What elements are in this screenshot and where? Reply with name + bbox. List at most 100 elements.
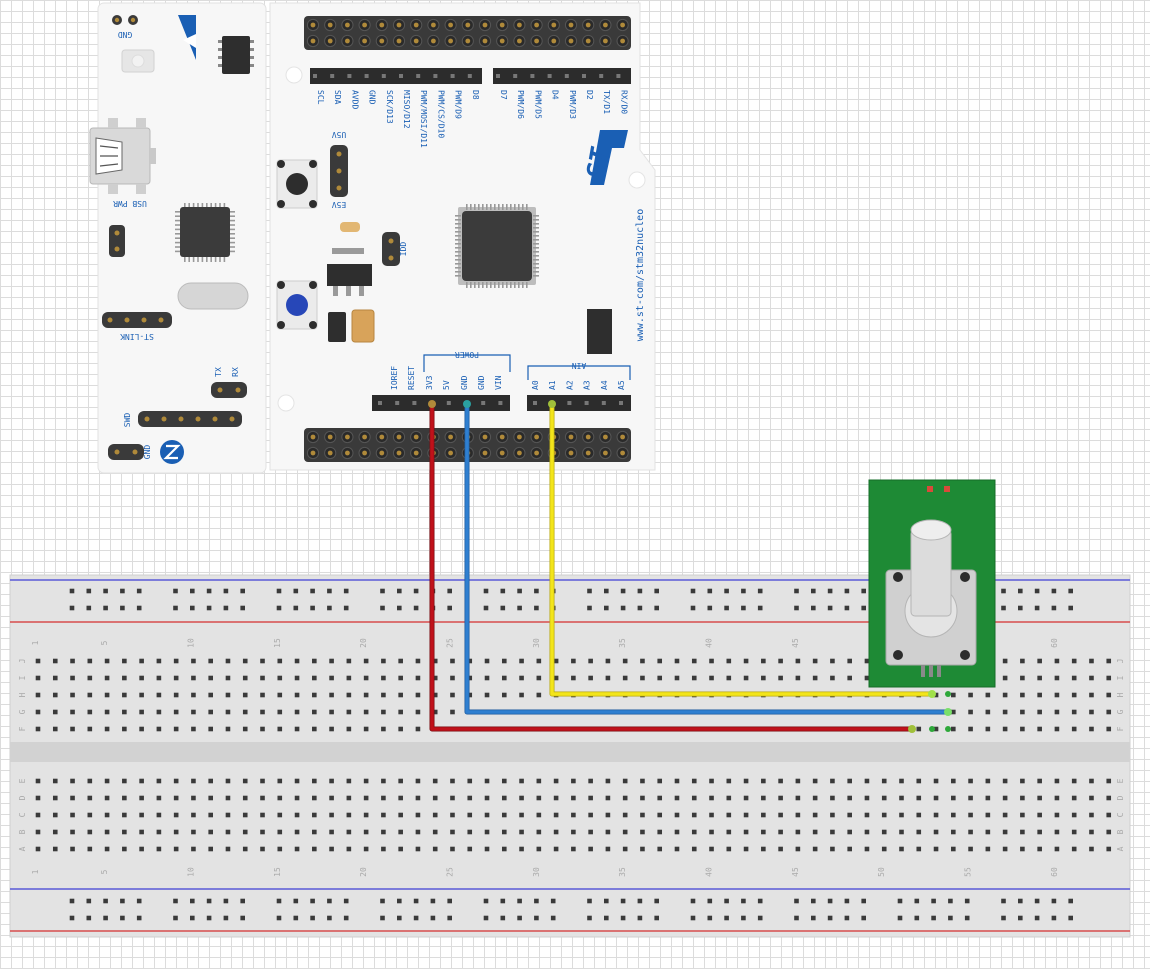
pin-label: PWM/D3 (568, 90, 577, 119)
pin-label: SCL (316, 90, 325, 105)
pin-label: SCK/D13 (385, 90, 394, 124)
pin-label: PWM/D5 (533, 90, 542, 119)
row-letter-right: I (1116, 675, 1125, 680)
column-number-bottom: 20 (359, 867, 368, 877)
main-mcu-chip (455, 204, 539, 288)
pin-label: PWM/D6 (516, 90, 525, 119)
analog-pin-label: A1 (548, 380, 557, 390)
column-number-top: 15 (273, 638, 282, 648)
analog-pin-label: A3 (583, 380, 592, 390)
row-letter-right: F (1116, 726, 1125, 731)
st-link-header (102, 312, 172, 328)
power-pin-label: 5V (442, 380, 451, 390)
column-number-top: 20 (359, 638, 368, 648)
user-button[interactable] (276, 280, 318, 330)
column-number-bottom: 10 (186, 867, 195, 877)
column-number-top: 5 (100, 640, 109, 645)
power-pin-label: IOREF (390, 366, 399, 390)
column-number-bottom: 60 (1050, 867, 1059, 877)
arduino-header-top-left (310, 68, 482, 84)
pin-label: PWM/D9 (454, 90, 463, 119)
row-letter-left: F (18, 726, 27, 731)
row-letter-left: J (18, 659, 27, 664)
column-number-bottom: 30 (532, 867, 541, 877)
analog-pin-label: A2 (565, 380, 574, 390)
usb-pwr-label: USB PWR (113, 199, 147, 208)
power-header (372, 395, 510, 411)
row-letter-left: H (18, 692, 27, 697)
column-number-bottom: 35 (618, 867, 627, 877)
power-group-label: POWER (455, 350, 479, 359)
capacitor-black (328, 312, 346, 342)
board-url: www.st-com/stm32nucleo (635, 209, 646, 341)
column-number-bottom: 55 (964, 867, 973, 877)
pin-label: D4 (551, 90, 560, 100)
analog-header (527, 395, 631, 411)
morpho-header-top (304, 16, 631, 50)
u5v-label: U5V (332, 130, 347, 139)
column-number-top: 30 (532, 638, 541, 648)
column-number-bottom: 45 (791, 867, 800, 877)
svg-text:ST: ST (582, 144, 617, 181)
eeprom-chip (218, 36, 254, 74)
column-number-top: 1 (31, 640, 40, 645)
arduino-header-top-right (493, 68, 631, 84)
encoder-shaft[interactable] (910, 529, 952, 617)
power-pin-label: 3V3 (425, 375, 434, 390)
pin-label: D8 (471, 90, 480, 100)
column-number-bottom: 15 (273, 867, 282, 877)
blue-wire[interactable] (465, 404, 948, 714)
center-channel (10, 742, 1130, 762)
column-number-top: 25 (445, 638, 454, 648)
swd-header (138, 411, 242, 427)
row-letter-right: A (1116, 846, 1125, 851)
reset-button[interactable] (276, 159, 318, 209)
row-letter-right: B (1116, 829, 1125, 834)
column-number-bottom: 40 (705, 867, 714, 877)
pin-label: PWM/CS/D10 (436, 90, 445, 138)
power-select-jumper (330, 145, 348, 197)
rx-label: RX (231, 367, 240, 377)
st-link-logo-icon (178, 15, 196, 60)
st-link-mcu-chip (175, 203, 235, 262)
st-logo: ST (582, 130, 628, 185)
column-number-top: 10 (186, 638, 195, 648)
mounting-hole (285, 66, 303, 84)
rotary-encoder-module (868, 479, 996, 688)
row-letter-right: J (1116, 659, 1125, 664)
idd-label: IDD (399, 242, 408, 257)
row-letter-right: E (1116, 778, 1125, 783)
row-letter-left: B (18, 829, 27, 834)
pin-label: RX/D0 (619, 90, 628, 114)
analog-pin-label: A0 (531, 380, 540, 390)
breadboard-holes (35, 588, 1112, 921)
pin-label: SDA (333, 90, 342, 105)
voltage-regulator (327, 248, 372, 296)
column-number-top: 60 (1050, 638, 1059, 648)
row-letter-left: I (18, 675, 27, 680)
wires (428, 400, 952, 733)
pin-label: GND (368, 90, 377, 105)
column-number-bottom: 1 (31, 869, 40, 874)
row-letter-right: D (1116, 795, 1125, 800)
row-letter-right: H (1116, 692, 1125, 697)
capacitor-tantalum (351, 309, 375, 343)
pin-label: AVDD (350, 90, 359, 109)
analog-pin-label: A5 (617, 380, 626, 390)
pin-label: MISO/D12 (402, 90, 411, 129)
row-letter-left: E (18, 778, 27, 783)
idd-jumper (382, 232, 400, 266)
yellow-wire[interactable] (550, 404, 932, 696)
tx-rx-header (211, 382, 247, 398)
red-wire[interactable] (430, 404, 912, 731)
row-letter-right: G (1116, 709, 1125, 714)
usb-connector (89, 118, 156, 194)
column-number-top: 40 (705, 638, 714, 648)
gnd-label-top: GND (118, 30, 133, 39)
analog-group-label: AIN (572, 361, 587, 370)
row-letter-right: C (1116, 812, 1125, 817)
crystal (177, 282, 249, 310)
column-number-bottom: 25 (445, 867, 454, 877)
